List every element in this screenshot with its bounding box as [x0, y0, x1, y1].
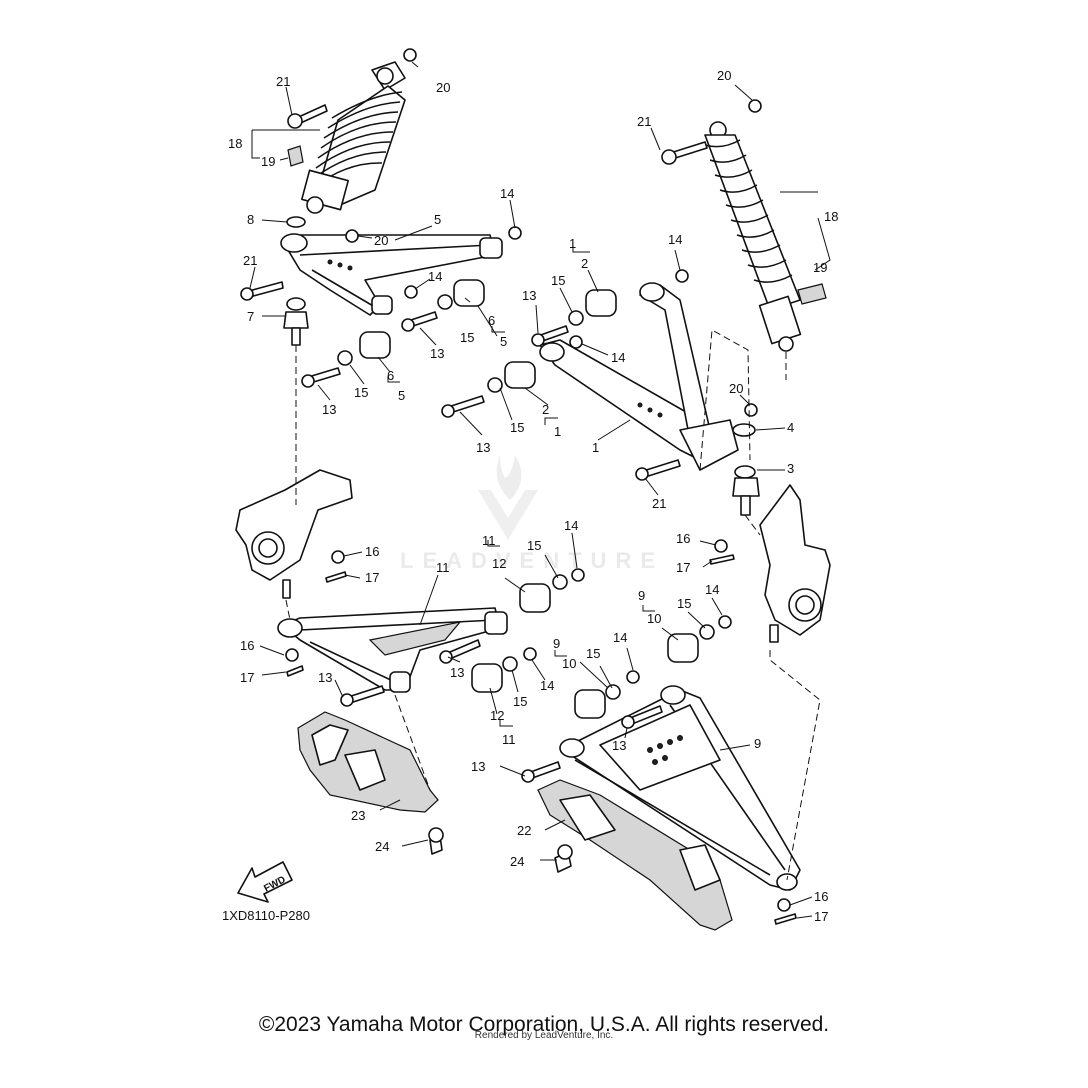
callout-14: 14	[564, 518, 578, 533]
callout-7: 7	[247, 309, 254, 324]
callout-24: 24	[510, 854, 524, 869]
callout-16: 16	[814, 889, 828, 904]
left-lower-hardware	[285, 568, 585, 707]
right-steering-knuckle	[714, 484, 831, 643]
right-upper-arm	[539, 282, 739, 471]
callout-15: 15	[586, 646, 600, 661]
diagram-code: 1XD8110-P280	[222, 908, 310, 923]
callout-10: 10	[647, 611, 661, 626]
callout-1: 1	[569, 236, 576, 251]
callout-11: 11	[482, 533, 496, 548]
callout-11: 11	[502, 732, 516, 747]
callout-6: 6	[387, 368, 394, 383]
callout-17: 17	[676, 560, 690, 575]
callout-14: 14	[500, 186, 514, 201]
callout-2: 2	[581, 256, 588, 271]
left-arm-guard	[297, 711, 444, 855]
callout-13: 13	[522, 288, 536, 303]
callout-15: 15	[527, 538, 541, 553]
callout-18: 18	[228, 136, 242, 151]
callout-3: 3	[787, 461, 794, 476]
callout-13: 13	[612, 738, 626, 753]
left-upper-hardware	[240, 48, 522, 388]
leader-lines	[249, 61, 831, 919]
callout-15: 15	[677, 596, 691, 611]
callout-17: 17	[365, 570, 379, 585]
callout-16: 16	[676, 531, 690, 546]
callout-21: 21	[243, 253, 257, 268]
right-shock-absorber	[704, 121, 827, 352]
right-lower-hardware	[521, 554, 797, 925]
left-steering-knuckle	[235, 469, 353, 599]
callout-12: 12	[492, 556, 506, 571]
left-shock-absorber	[287, 61, 406, 214]
callout-15: 15	[551, 273, 565, 288]
callout-12: 12	[490, 708, 504, 723]
callout-5: 5	[500, 334, 507, 349]
callout-9: 9	[754, 736, 761, 751]
callout-16: 16	[365, 544, 379, 559]
callout-11: 11	[436, 560, 450, 575]
callout-15: 15	[513, 694, 527, 709]
callout-9: 9	[638, 588, 645, 603]
left-upper-arm	[280, 233, 503, 316]
callout-8: 8	[247, 212, 254, 227]
callout-4: 4	[787, 420, 794, 435]
callout-13: 13	[450, 665, 464, 680]
rendered-by-note: Rendered by LeadVenture, Inc.	[474, 1030, 614, 1041]
right-upper-hardware	[441, 99, 762, 481]
callout-14: 14	[611, 350, 625, 365]
callout-18: 18	[824, 209, 838, 224]
callout-14: 14	[613, 630, 627, 645]
callout-10: 10	[562, 656, 576, 671]
callout-15: 15	[460, 330, 474, 345]
callout-15: 15	[354, 385, 368, 400]
callout-19: 19	[813, 260, 827, 275]
callout-24: 24	[375, 839, 389, 854]
copyright-notice: ©2023 Yamaha Motor Corporation, U.S.A. A…	[258, 1013, 830, 1036]
left-ball-joint	[283, 297, 309, 346]
callout-5: 5	[398, 388, 405, 403]
watermark: LEADVENTURE	[400, 455, 664, 573]
callout-19: 19	[261, 154, 275, 169]
callout-14: 14	[668, 232, 682, 247]
callout-20: 20	[374, 233, 388, 248]
callout-1: 1	[592, 440, 599, 455]
callout-14: 14	[540, 678, 554, 693]
right-lower-arm	[559, 685, 801, 891]
callout-labels: 21 20 18 19 8 20 5 14 21 14 7 6 5 13 15 …	[222, 68, 838, 924]
callout-1: 1	[554, 424, 561, 439]
callout-2: 2	[542, 402, 549, 417]
left-lower-arm	[277, 607, 508, 693]
callout-20: 20	[436, 80, 450, 95]
callout-13: 13	[430, 346, 444, 361]
callout-9: 9	[553, 636, 560, 651]
callout-23: 23	[351, 808, 365, 823]
callout-20: 20	[717, 68, 731, 83]
callout-13: 13	[476, 440, 490, 455]
callout-13: 13	[322, 402, 336, 417]
callout-5: 5	[434, 212, 441, 227]
callout-22: 22	[517, 823, 531, 838]
callout-14: 14	[428, 269, 442, 284]
callout-21: 21	[652, 496, 666, 511]
right-ball-joint	[732, 465, 760, 516]
right-arm-guard	[537, 779, 733, 931]
assembly-lines	[285, 329, 821, 881]
callout-16: 16	[240, 638, 254, 653]
callout-14: 14	[705, 582, 719, 597]
callout-21: 21	[276, 74, 290, 89]
callout-17: 17	[240, 670, 254, 685]
callout-13: 13	[318, 670, 332, 685]
callout-6: 6	[488, 313, 495, 328]
callout-17: 17	[814, 909, 828, 924]
watermark-text: LEADVENTURE	[400, 548, 664, 573]
callout-20: 20	[729, 381, 743, 396]
callout-13: 13	[471, 759, 485, 774]
callout-21: 21	[637, 114, 651, 129]
forward-direction-arrow: FWD	[237, 861, 293, 903]
callout-15: 15	[510, 420, 524, 435]
